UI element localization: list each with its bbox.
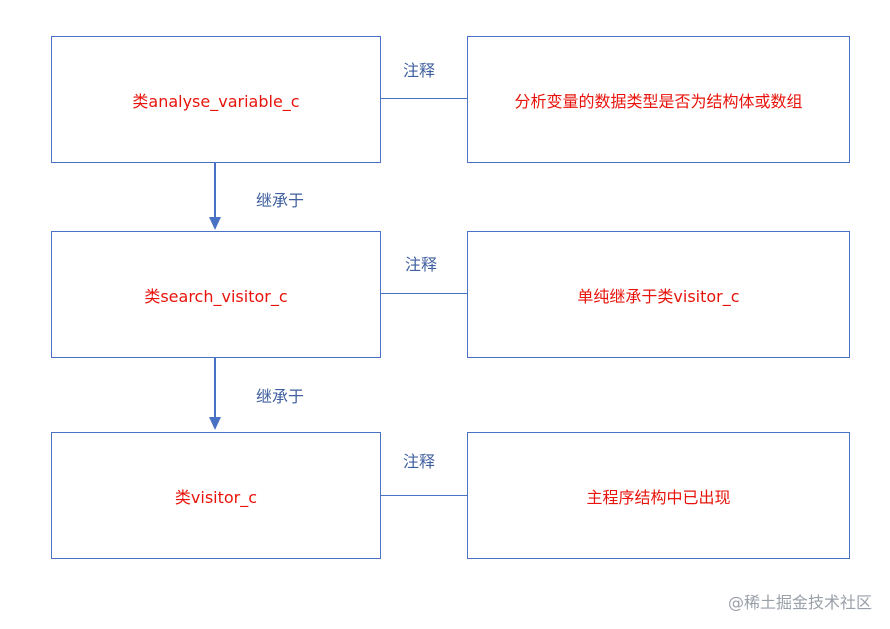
arrowhead-down-icon [209, 417, 221, 430]
class-name-label: 类visitor_c [174, 487, 258, 507]
note-text: 主程序结构中已出现 [586, 487, 731, 507]
inheritance-label: 继承于 [256, 191, 305, 210]
annotation-label: 注释 [405, 255, 438, 274]
annotation-label: 注释 [403, 452, 436, 471]
annotation-connector [381, 495, 468, 496]
class-name-label: 类analyse_variable_c [132, 91, 300, 111]
note-box: 单纯继承于类visitor_c [467, 231, 850, 358]
watermark: @稀土掘金技术社区 [727, 593, 872, 612]
note-box: 主程序结构中已出现 [467, 432, 850, 559]
annotation-label: 注释 [403, 61, 436, 80]
inheritance-arrow-line [214, 358, 216, 418]
inheritance-label: 继承于 [256, 387, 305, 406]
inheritance-arrow-line [214, 163, 216, 218]
class-box-search-visitor: 类search_visitor_c [51, 231, 381, 358]
class-box-visitor: 类visitor_c [51, 432, 381, 559]
class-name-label: 类search_visitor_c [144, 286, 288, 306]
note-text: 单纯继承于类visitor_c [577, 286, 740, 306]
annotation-connector [381, 98, 468, 99]
class-box-analyse-variable: 类analyse_variable_c [51, 36, 381, 163]
note-text: 分析变量的数据类型是否为结构体或数组 [514, 91, 803, 111]
arrowhead-down-icon [209, 217, 221, 230]
annotation-connector [381, 293, 468, 294]
note-box: 分析变量的数据类型是否为结构体或数组 [467, 36, 850, 163]
